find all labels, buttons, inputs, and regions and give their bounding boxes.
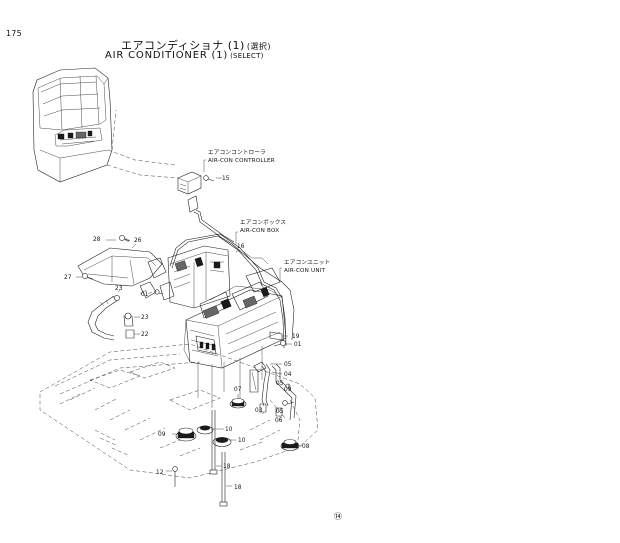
callout-05-c: 05 xyxy=(276,409,284,415)
long-bolt-18-upper xyxy=(209,410,218,475)
page-title-english: AIR CONDITIONER (1)(SELECT) xyxy=(105,50,264,61)
title-en-text: AIR CONDITIONER (1) xyxy=(105,50,229,61)
callout-28: 28 xyxy=(93,237,101,243)
callout-15: 15 xyxy=(222,176,230,182)
screw-28 xyxy=(119,235,131,242)
callout-05-a: 05 xyxy=(284,362,292,368)
callout-23-lower: 23 xyxy=(141,315,149,321)
callout-16: 16 xyxy=(237,244,245,250)
leader-lines xyxy=(76,159,302,487)
air-duct xyxy=(77,247,167,299)
callout-18-lower: 18 xyxy=(234,485,242,491)
title-jp-select: (選択) xyxy=(246,42,272,51)
refrigerant-pipes xyxy=(249,361,297,421)
screw-27 xyxy=(82,273,94,280)
unit-label-jp: エアコンユニット xyxy=(284,259,330,266)
callout-26: 26 xyxy=(134,238,142,244)
rubber-mount-07 xyxy=(229,398,247,409)
callout-10-lower: 10 xyxy=(238,438,246,444)
cab-thumbnail xyxy=(32,67,179,183)
controller-label-en: AIR-CON CONTROLLER xyxy=(208,158,275,164)
rubber-mount-09-center xyxy=(196,425,214,435)
box-label-jp: エアコンボックス xyxy=(240,218,286,226)
callout-23-upper: 23 xyxy=(115,286,123,292)
callout-22: 22 xyxy=(141,332,149,338)
controller-label-jp: エアコンコントローラ xyxy=(208,149,266,156)
screw-01-right xyxy=(273,340,286,347)
cab-floor-outline xyxy=(39,343,319,479)
long-bolt-18-lower xyxy=(219,452,228,507)
callout-10-upper: 10 xyxy=(225,427,233,433)
callout-06: 06 xyxy=(275,418,283,424)
part-callouts: 15 16 26 28 27 23 01 23 22 19 01 05 04 0… xyxy=(64,176,310,491)
callout-05-b: 05 xyxy=(276,381,284,387)
page-mark: ⑭ xyxy=(334,512,342,521)
box-label-en: AIR-CON BOX xyxy=(240,228,279,234)
drain-hose xyxy=(87,295,135,341)
page-title-japanese: エアコンディショナ (1)(選択) xyxy=(121,37,271,53)
callout-12: 12 xyxy=(156,470,164,476)
page-mark-glyph: ⑭ xyxy=(334,512,342,521)
component-labels: エアコンコントローラ AIR-CON CONTROLLER エアコンボックス A… xyxy=(208,149,330,274)
callout-18-upper: 18 xyxy=(223,464,231,470)
callout-01-left: 01 xyxy=(141,292,149,298)
callout-19: 19 xyxy=(292,334,300,340)
rubber-mount-08 xyxy=(280,439,300,451)
unit-label-en: AIR-CON UNIT xyxy=(284,268,326,274)
title-en-select: (SELECT) xyxy=(230,52,264,60)
bolt-12 xyxy=(172,466,178,487)
callout-01-right: 01 xyxy=(294,342,302,348)
clamp-19 xyxy=(269,331,283,341)
page-number: 175 xyxy=(6,29,22,38)
callout-27: 27 xyxy=(64,275,72,281)
callout-04: 04 xyxy=(284,372,292,378)
title-jp-text: エアコンディショナ (1) xyxy=(121,39,245,52)
callout-08: 08 xyxy=(302,444,310,450)
aircon-controller xyxy=(177,171,235,245)
callout-08-small: 03 xyxy=(255,408,263,414)
callout-09-center: 09 xyxy=(284,387,292,393)
callout-09-left: 09 xyxy=(158,432,166,438)
rubber-mount-09-left xyxy=(175,427,197,442)
callout-07: 07 xyxy=(234,387,242,393)
rubber-mount-10 xyxy=(212,437,232,447)
aircon-box xyxy=(154,245,231,309)
